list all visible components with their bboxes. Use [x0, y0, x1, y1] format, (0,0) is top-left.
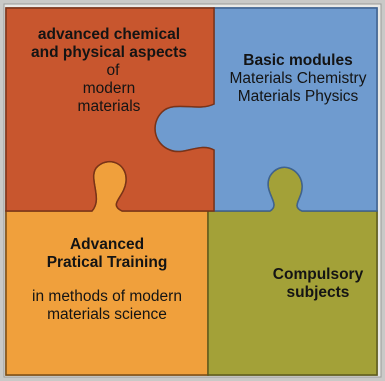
bottom-left-gap	[14, 272, 200, 288]
top-right-title: Basic modules	[243, 52, 353, 69]
label-top-right: Basic modules Materials Chemistry Materi…	[222, 52, 374, 106]
bottom-right-title-1: Compulsory	[272, 266, 364, 283]
top-left-body-2: modern	[82, 79, 136, 97]
top-right-body-1: Materials Chemistry	[229, 69, 367, 87]
top-left-body-1: of	[106, 61, 120, 79]
bottom-left-title-1: Advanced	[69, 236, 145, 253]
bottom-right-title-2: subjects	[286, 283, 350, 301]
top-left-title-1: advanced chemical	[37, 26, 181, 43]
label-bottom-left: Advanced Pratical Training in methods of…	[14, 236, 200, 324]
label-top-left: advanced chemical and physical aspects o…	[14, 26, 204, 116]
label-bottom-right: Compulsory subjects	[258, 266, 378, 302]
bottom-left-body-1: in methods of modern	[32, 287, 182, 305]
bottom-left-body-2: materials science	[47, 305, 167, 323]
top-left-body-3: materials	[77, 97, 141, 115]
top-right-body-2: Materials Physics	[237, 87, 359, 105]
top-left-title-2: and physical aspects	[31, 43, 187, 61]
bottom-left-title-2: Pratical Training	[46, 253, 168, 271]
